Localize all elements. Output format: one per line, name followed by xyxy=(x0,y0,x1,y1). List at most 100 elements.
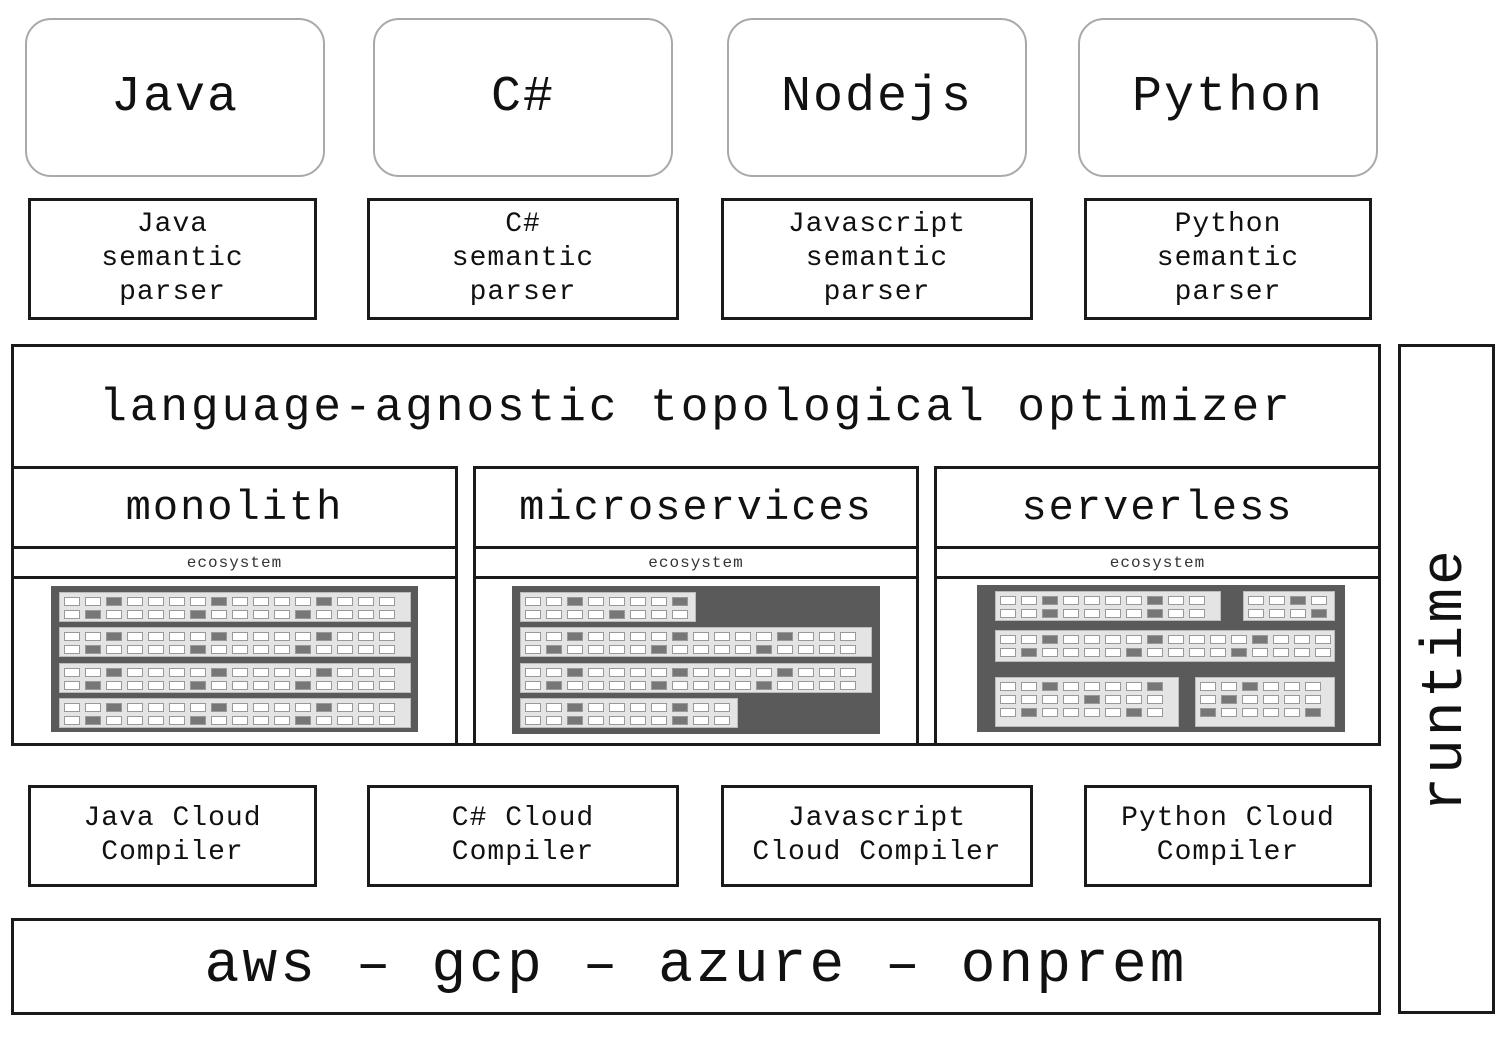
ecosystem-logo-icon xyxy=(253,668,269,677)
ecosystem-logo-icon xyxy=(295,681,311,690)
ecosystem-logo-icon xyxy=(1042,708,1058,717)
ecosystem-logo-icon xyxy=(1294,648,1310,657)
ecosystem-logo-icon xyxy=(1147,635,1163,644)
ecosystem-label: ecosystem xyxy=(648,554,744,572)
ecosystem-logo-icon xyxy=(546,632,562,641)
ecosystem-logo-icon xyxy=(127,597,143,606)
ecosystem-logo-icon xyxy=(106,610,122,619)
ecosystem-logo-icon xyxy=(64,668,80,677)
ecosystem-logo-icon xyxy=(211,610,227,619)
cloud-providers-label: aws – gcp – azure – onprem xyxy=(204,934,1188,999)
ecosystem-logo-icon xyxy=(756,668,772,677)
ecosystem-logo-icon xyxy=(1294,635,1310,644)
ecosystem-logo-icon xyxy=(630,645,646,654)
ecosystem-logo-icon xyxy=(1147,596,1163,605)
ecosystem-logo-icon xyxy=(714,703,730,712)
ecosystem-logo-icon xyxy=(211,668,227,677)
ecosystem-logo-icon xyxy=(756,632,772,641)
divider xyxy=(934,546,1381,549)
architecture-title: microservices xyxy=(519,484,873,532)
ecosystem-logo-icon xyxy=(1263,695,1279,704)
ecosystem-logo-icon xyxy=(546,681,562,690)
ecosystem-logo-icon xyxy=(1284,695,1300,704)
ecosystem-landscape-image xyxy=(512,586,880,734)
ecosystem-logo-icon xyxy=(672,668,688,677)
ecosystem-logo-icon xyxy=(525,597,541,606)
ecosystem-logo-icon xyxy=(379,681,395,690)
ecosystem-logo-icon xyxy=(295,645,311,654)
ecosystem-logo-icon xyxy=(714,681,730,690)
ecosystem-logo-icon xyxy=(85,716,101,725)
ecosystem-logo-icon xyxy=(672,703,688,712)
parser-java: Java semantic parser xyxy=(28,198,317,320)
ecosystem-logo-icon xyxy=(64,716,80,725)
ecosystem-logo-icon xyxy=(1105,695,1121,704)
compiler-label: C# Cloud Compiler xyxy=(451,803,595,868)
ecosystem-logo-icon xyxy=(693,632,709,641)
ecosystem-logo-icon xyxy=(1168,648,1184,657)
architecture-title: serverless xyxy=(1021,484,1294,532)
ecosystem-logo-icon xyxy=(1000,648,1016,657)
ecosystem-logo-icon xyxy=(253,716,269,725)
ecosystem-logo-icon xyxy=(1126,708,1142,717)
ecosystem-logo-icon xyxy=(337,597,353,606)
ecosystem-logo-icon xyxy=(337,668,353,677)
divider xyxy=(11,546,458,549)
ecosystem-logo-icon xyxy=(127,668,143,677)
divider xyxy=(473,576,919,579)
ecosystem-logo-icon xyxy=(1231,648,1247,657)
ecosystem-logo-icon xyxy=(651,668,667,677)
ecosystem-logo-icon xyxy=(1084,682,1100,691)
ecosystem-logo-icon xyxy=(1021,695,1037,704)
ecosystem-logo-icon xyxy=(1063,648,1079,657)
ecosystem-logo-icon xyxy=(609,681,625,690)
ecosystem-logo-icon xyxy=(1263,682,1279,691)
ecosystem-logo-icon xyxy=(798,681,814,690)
ecosystem-logo-icon xyxy=(169,716,185,725)
ecosystem-logo-icon xyxy=(777,632,793,641)
ecosystem-logo-icon xyxy=(316,668,332,677)
ecosystem-logo-icon xyxy=(169,681,185,690)
ecosystem-logo-icon xyxy=(567,610,583,619)
ecosystem-logo-icon xyxy=(714,632,730,641)
ecosystem-logo-icon xyxy=(1021,708,1037,717)
ecosystem-logo-icon xyxy=(1063,708,1079,717)
ecosystem-logo-icon xyxy=(777,681,793,690)
ecosystem-logo-icon xyxy=(588,632,604,641)
ecosystem-logo-icon xyxy=(1147,609,1163,618)
ecosystem-logo-icon xyxy=(1126,609,1142,618)
ecosystem-logo-icon xyxy=(546,597,562,606)
ecosystem-logo-icon xyxy=(1311,596,1327,605)
ecosystem-logo-icon xyxy=(567,681,583,690)
ecosystem-logo-icon xyxy=(295,703,311,712)
ecosystem-logo-icon xyxy=(567,716,583,725)
ecosystem-logo-icon xyxy=(1273,635,1289,644)
ecosystem-logo-icon xyxy=(211,645,227,654)
ecosystem-logo-icon xyxy=(609,645,625,654)
ecosystem-logo-icon xyxy=(714,668,730,677)
ecosystem-logo-icon xyxy=(840,681,856,690)
ecosystem-logo-icon xyxy=(1042,695,1058,704)
ecosystem-logo-icon xyxy=(106,597,122,606)
ecosystem-logo-icon xyxy=(337,703,353,712)
ecosystem-logo-icon xyxy=(274,610,290,619)
ecosystem-logo-icon xyxy=(127,610,143,619)
ecosystem-logo-icon xyxy=(1284,682,1300,691)
ecosystem-logo-icon xyxy=(1231,635,1247,644)
ecosystem-logo-icon xyxy=(714,645,730,654)
ecosystem-logo-icon xyxy=(253,597,269,606)
ecosystem-logo-icon xyxy=(106,632,122,641)
ecosystem-logo-icon xyxy=(1042,648,1058,657)
ecosystem-logo-icon xyxy=(1105,596,1121,605)
ecosystem-logo-icon xyxy=(64,681,80,690)
ecosystem-logo-icon xyxy=(358,645,374,654)
ecosystem-logo-icon xyxy=(106,716,122,725)
ecosystem-logo-icon xyxy=(546,645,562,654)
ecosystem-logo-icon xyxy=(588,645,604,654)
ecosystem-logo-icon xyxy=(1200,682,1216,691)
ecosystem-logo-icon xyxy=(295,610,311,619)
ecosystem-logo-icon xyxy=(651,610,667,619)
ecosystem-logo-icon xyxy=(274,703,290,712)
ecosystem-logo-icon xyxy=(1242,695,1258,704)
ecosystem-logo-icon xyxy=(756,645,772,654)
